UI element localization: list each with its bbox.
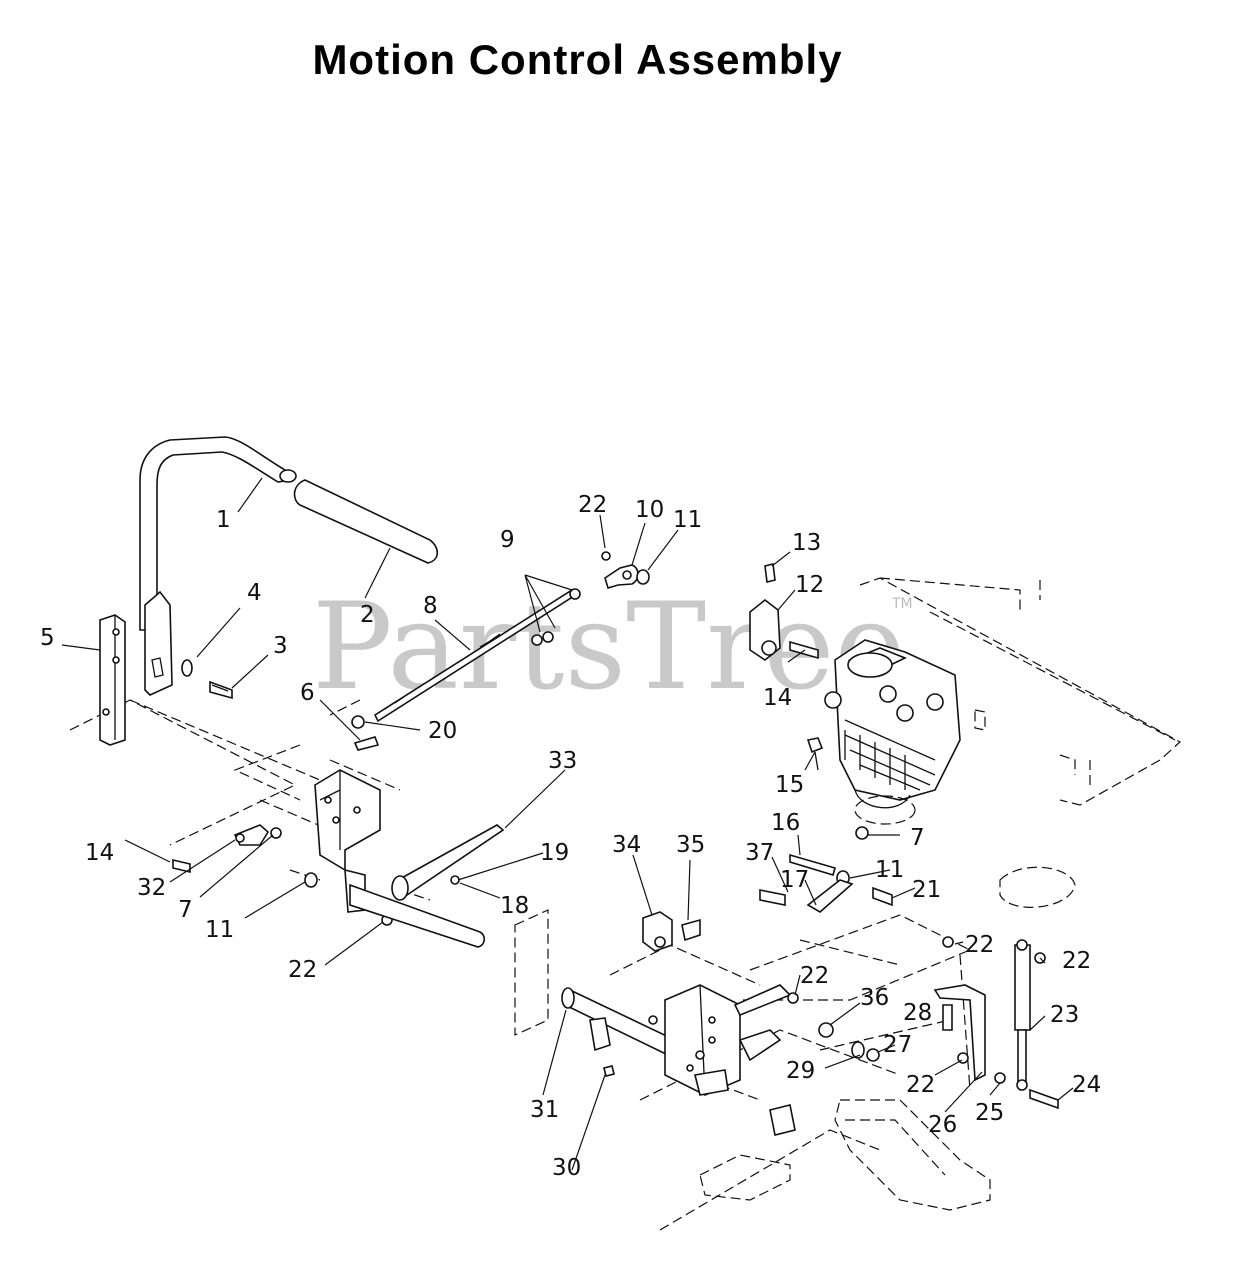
watermark-trademark: TM	[891, 596, 913, 612]
callout-7-left: 7	[178, 897, 193, 923]
callout-31: 31	[530, 1097, 559, 1123]
callout-15: 15	[775, 772, 804, 798]
callout-32: 32	[137, 875, 166, 901]
left-rod-end	[172, 824, 393, 926]
callout-22-lower: 22	[906, 1072, 935, 1098]
callout-20: 20	[428, 718, 457, 744]
leader-lines	[61, 477, 1074, 1171]
callout-6: 6	[300, 680, 315, 706]
pump-bolt	[806, 737, 824, 771]
hydro-pump	[824, 639, 961, 825]
control-shaft	[349, 824, 505, 948]
callout-30: 30	[552, 1155, 581, 1181]
callout-28: 28	[903, 1000, 932, 1026]
callout-5: 5	[40, 625, 55, 651]
callout-34: 34	[612, 832, 641, 858]
callout-35: 35	[676, 832, 705, 858]
callout-7-right: 7	[910, 825, 925, 851]
callout-2: 2	[360, 602, 375, 628]
rod-end-assembly	[531, 551, 650, 646]
pump-linkage	[759, 826, 893, 913]
dashed-panel	[514, 909, 549, 1036]
callout-36: 36	[860, 985, 889, 1011]
mounting-bracket	[314, 769, 381, 913]
callout-10: 10	[635, 497, 664, 523]
callout-21: 21	[912, 877, 941, 903]
callout-27: 27	[883, 1032, 912, 1058]
callout-4: 4	[247, 580, 262, 606]
lower-bracket	[603, 984, 796, 1136]
callout-26: 26	[928, 1112, 957, 1138]
callout-3: 3	[273, 633, 288, 659]
callout-37: 37	[745, 840, 774, 866]
callout-23: 23	[1050, 1002, 1079, 1028]
callout-13: 13	[792, 530, 821, 556]
callout-labels: 1 2 3 4 5 6 7 7 8 9 10 11 11 11 12 13 14…	[40, 492, 1101, 1181]
diagram-title: Motion Control Assembly	[312, 36, 843, 83]
callout-18: 18	[500, 893, 529, 919]
lower-shaft	[561, 987, 677, 1057]
callout-17: 17	[780, 867, 809, 893]
callout-14-left: 14	[85, 840, 114, 866]
callout-16: 16	[771, 810, 800, 836]
handle-bracket	[99, 590, 173, 746]
callout-19: 19	[540, 840, 569, 866]
callout-22-bracket: 22	[965, 932, 994, 958]
watermark: PartsTree	[312, 578, 906, 717]
callout-1: 1	[216, 507, 231, 533]
callout-9: 9	[500, 527, 515, 553]
rod-nut	[351, 715, 380, 751]
damper-assembly	[787, 936, 1059, 1110]
handle-bolt	[181, 659, 233, 700]
safety-switch	[642, 911, 701, 952]
callout-22-top: 22	[578, 492, 607, 518]
callout-11-left: 11	[205, 917, 234, 943]
callout-14-right: 14	[763, 685, 792, 711]
callout-33: 33	[548, 748, 577, 774]
callout-11-mid: 11	[875, 857, 904, 883]
callout-22-left: 22	[288, 957, 317, 983]
callout-25: 25	[975, 1100, 1004, 1126]
callout-22-center: 22	[800, 963, 829, 989]
callout-8: 8	[423, 593, 438, 619]
callout-29: 29	[786, 1058, 815, 1084]
callout-12: 12	[795, 572, 824, 598]
callout-11-top: 11	[673, 507, 702, 533]
callout-24: 24	[1072, 1072, 1101, 1098]
callout-22-damper: 22	[1062, 948, 1091, 974]
